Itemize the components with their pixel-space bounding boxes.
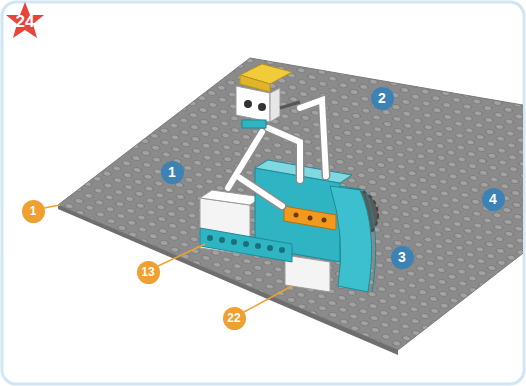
white-brick	[200, 190, 262, 205]
step-number: 24	[10, 7, 40, 37]
beam-holes	[207, 235, 285, 253]
robot-head	[270, 88, 280, 122]
part-callout: 1	[22, 200, 45, 223]
callout-number: 2	[371, 87, 394, 110]
robot-head	[236, 86, 270, 122]
orange-plate	[284, 206, 336, 230]
panel-edge	[340, 186, 376, 292]
plate-holes	[294, 213, 327, 223]
robot-neck	[242, 120, 266, 128]
part-callout: 13	[137, 261, 160, 284]
curved-panel	[330, 186, 372, 292]
robot-eye	[244, 100, 252, 108]
callout-number: 4	[482, 188, 505, 211]
axle	[280, 102, 300, 108]
step-star	[6, 2, 44, 38]
robot-eye	[258, 103, 266, 111]
teal-beam	[200, 228, 292, 262]
leader-line	[44, 205, 292, 312]
callout-number: 1	[161, 161, 184, 184]
callout-number: 3	[391, 246, 414, 269]
part-callout: 22	[223, 307, 246, 330]
